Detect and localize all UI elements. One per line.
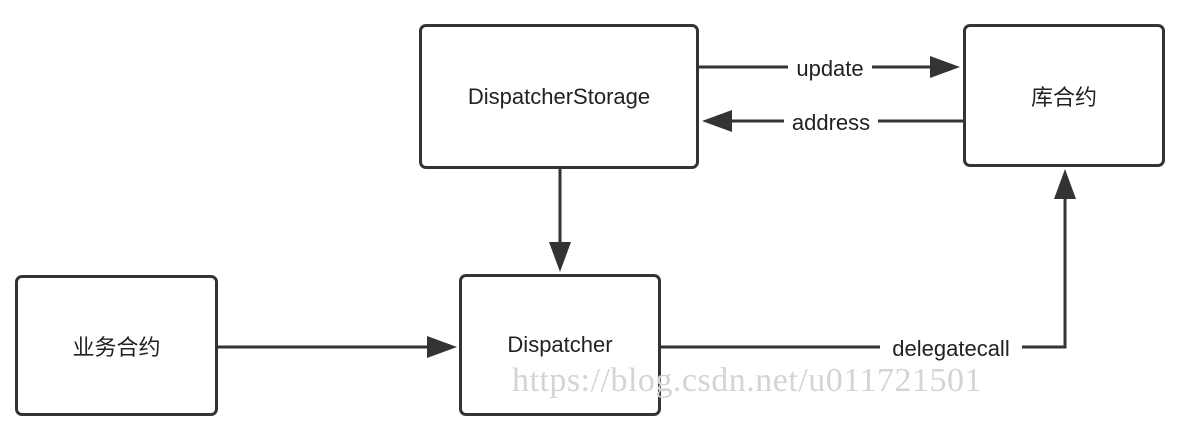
edge-label-update: update xyxy=(796,56,863,81)
edge-label-delegatecall: delegatecall xyxy=(892,336,1009,361)
watermark-url: https://blog.csdn.net/u011721501 xyxy=(512,362,982,399)
edge-delegatecall: delegatecall xyxy=(661,169,1076,362)
node-business-contract: 业务合约 xyxy=(15,275,218,416)
node-library-contract: 库合约 xyxy=(963,24,1165,167)
node-label-library-contract: 库合约 xyxy=(1030,84,1097,110)
edge-label-address: address xyxy=(792,110,870,135)
edge-business-to-dispatcher xyxy=(218,336,457,358)
node-label-dispatcher: Dispatcher xyxy=(507,332,613,357)
node-label-dispatcher-storage: DispatcherStorage xyxy=(467,83,651,109)
node-dispatcher: Dispatcher xyxy=(459,274,661,416)
node-dispatcher-storage: DispatcherStorage xyxy=(419,24,699,169)
edge-address: address xyxy=(702,108,963,136)
edge-storage-to-dispatcher xyxy=(549,169,571,272)
edge-update: update xyxy=(699,54,960,82)
node-label-business-contract: 业务合约 xyxy=(72,334,161,360)
